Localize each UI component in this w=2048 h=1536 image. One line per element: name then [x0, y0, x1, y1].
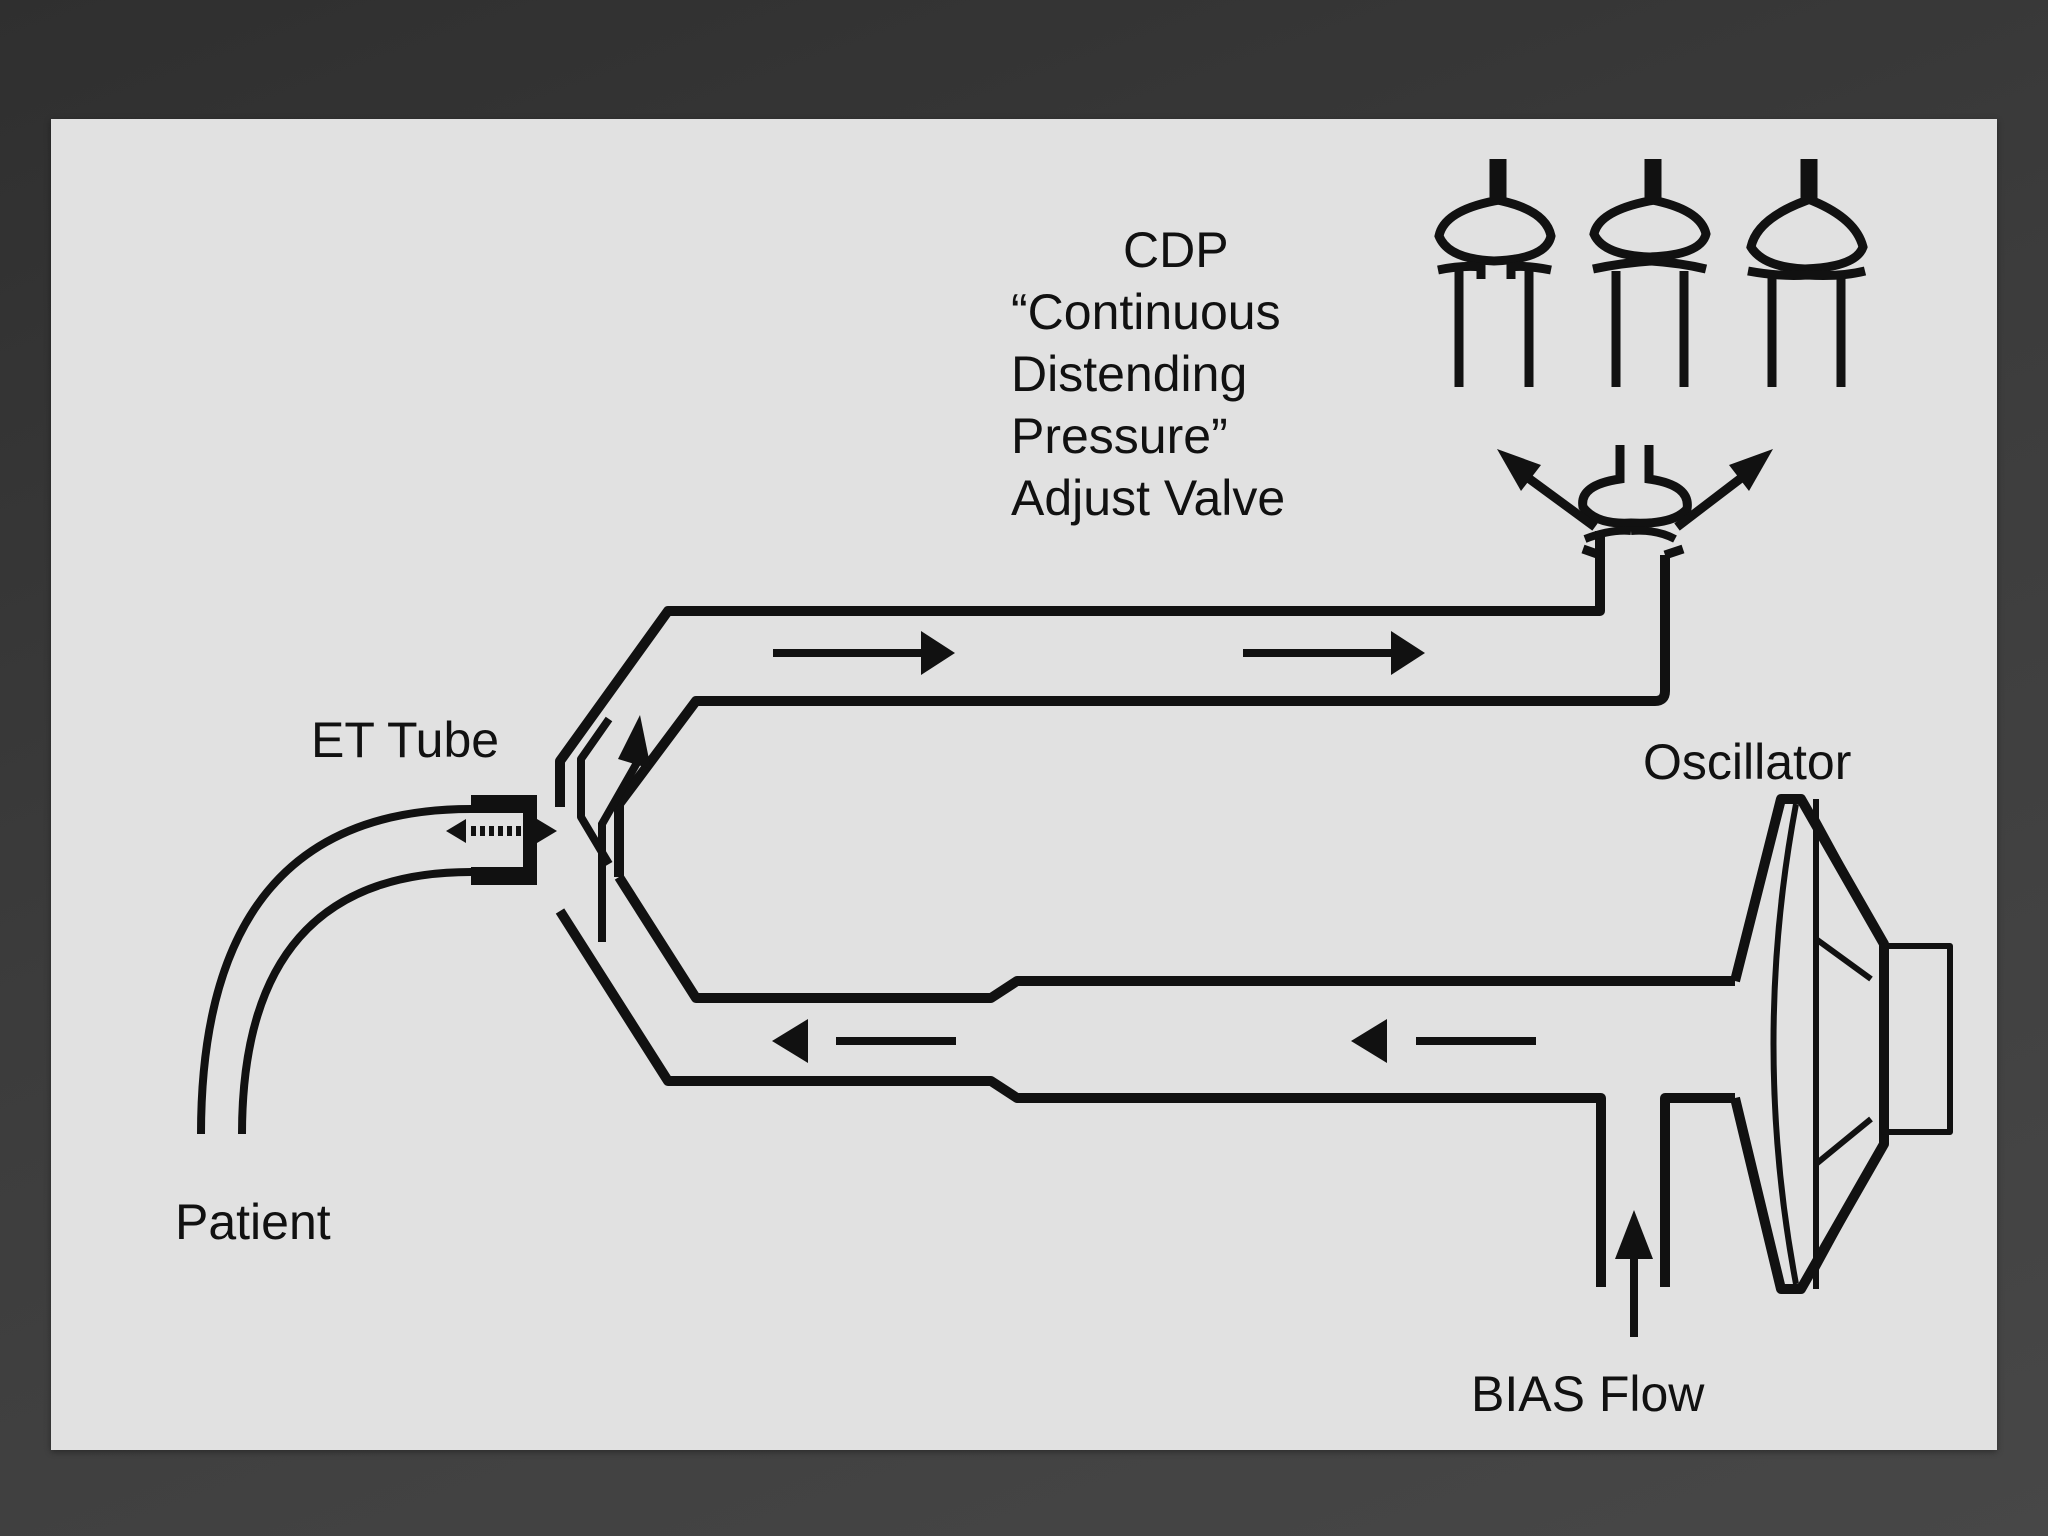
- inspiratory-limb-outer-wall: [555, 531, 1605, 807]
- inspiratory-limb-inner-wall: [614, 555, 1670, 877]
- valve-states: [1434, 159, 1868, 387]
- valve-state-open: [1746, 159, 1868, 387]
- valve-state-partial: [1589, 159, 1711, 387]
- cdp-label-line-2: “Continuous: [1011, 284, 1281, 340]
- inner-guide-wall: [577, 716, 613, 867]
- oscillator-label: Oscillator: [1643, 734, 1852, 790]
- cdp-label-line-3: Distending: [1011, 346, 1248, 402]
- flow-arrows: [598, 631, 1653, 1337]
- bias-flow-inlet-right-wall: [1660, 1093, 1735, 1287]
- oscillator: [1730, 794, 1953, 1294]
- et-tube-connector: [446, 795, 557, 885]
- patient-tube-lower: [238, 868, 472, 1135]
- et-tube-label: ET Tube: [311, 712, 500, 768]
- cdp-label-line-5: Adjust Valve: [1011, 470, 1286, 526]
- diagram-panel: CDP “Continuous Distending Pressure” Adj…: [51, 119, 1997, 1450]
- patient-tube-upper: [197, 805, 472, 1135]
- patient-label: Patient: [175, 1194, 331, 1250]
- expiratory-limb-inner-wall: [614, 874, 1735, 1003]
- cdp-label-line-1: CDP: [1123, 222, 1229, 278]
- bias-flow-label: BIAS Flow: [1471, 1366, 1705, 1422]
- hfov-circuit-diagram: [197, 159, 1953, 1337]
- valve-state-closed: [1434, 159, 1556, 387]
- cdp-adjust-valve: [1497, 445, 1773, 560]
- expiratory-limb-outer-wall: [555, 908, 1606, 1287]
- cdp-label-line-4: Pressure”: [1011, 408, 1228, 464]
- cdp-valve-label: CDP “Continuous Distending Pressure” Adj…: [1011, 219, 1285, 529]
